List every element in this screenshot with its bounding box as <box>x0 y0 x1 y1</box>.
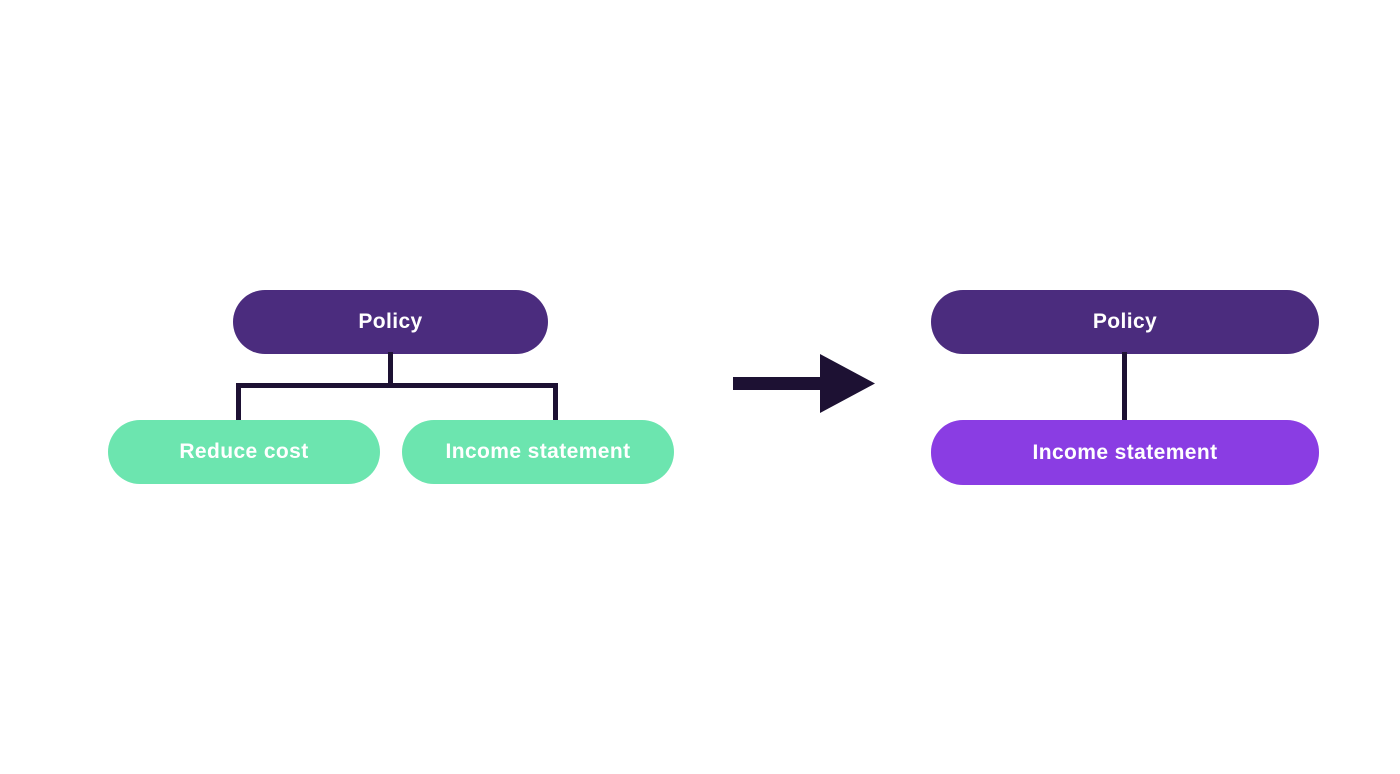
before-root-stem-connector <box>388 352 393 385</box>
after-stem-connector <box>1122 352 1127 422</box>
before-right-drop-connector <box>553 386 558 422</box>
after-income-statement-node: Income statement <box>931 420 1319 485</box>
before-crossbar-connector <box>236 383 558 388</box>
before-policy-label: Policy <box>358 310 423 333</box>
after-income-statement-label: Income statement <box>1032 440 1218 464</box>
before-income-statement-label: Income statement <box>445 440 631 463</box>
after-policy-label: Policy <box>1092 310 1158 333</box>
before-reduce-cost-label: Reduce cost <box>179 440 309 463</box>
after-policy-node: Policy <box>931 290 1319 354</box>
before-income-statement-node: Income statement <box>402 420 674 484</box>
right-arrow-icon <box>733 353 876 414</box>
before-policy-node: Policy <box>233 290 548 354</box>
before-reduce-cost-node: Reduce cost <box>108 420 380 484</box>
before-left-drop-connector <box>236 386 241 422</box>
